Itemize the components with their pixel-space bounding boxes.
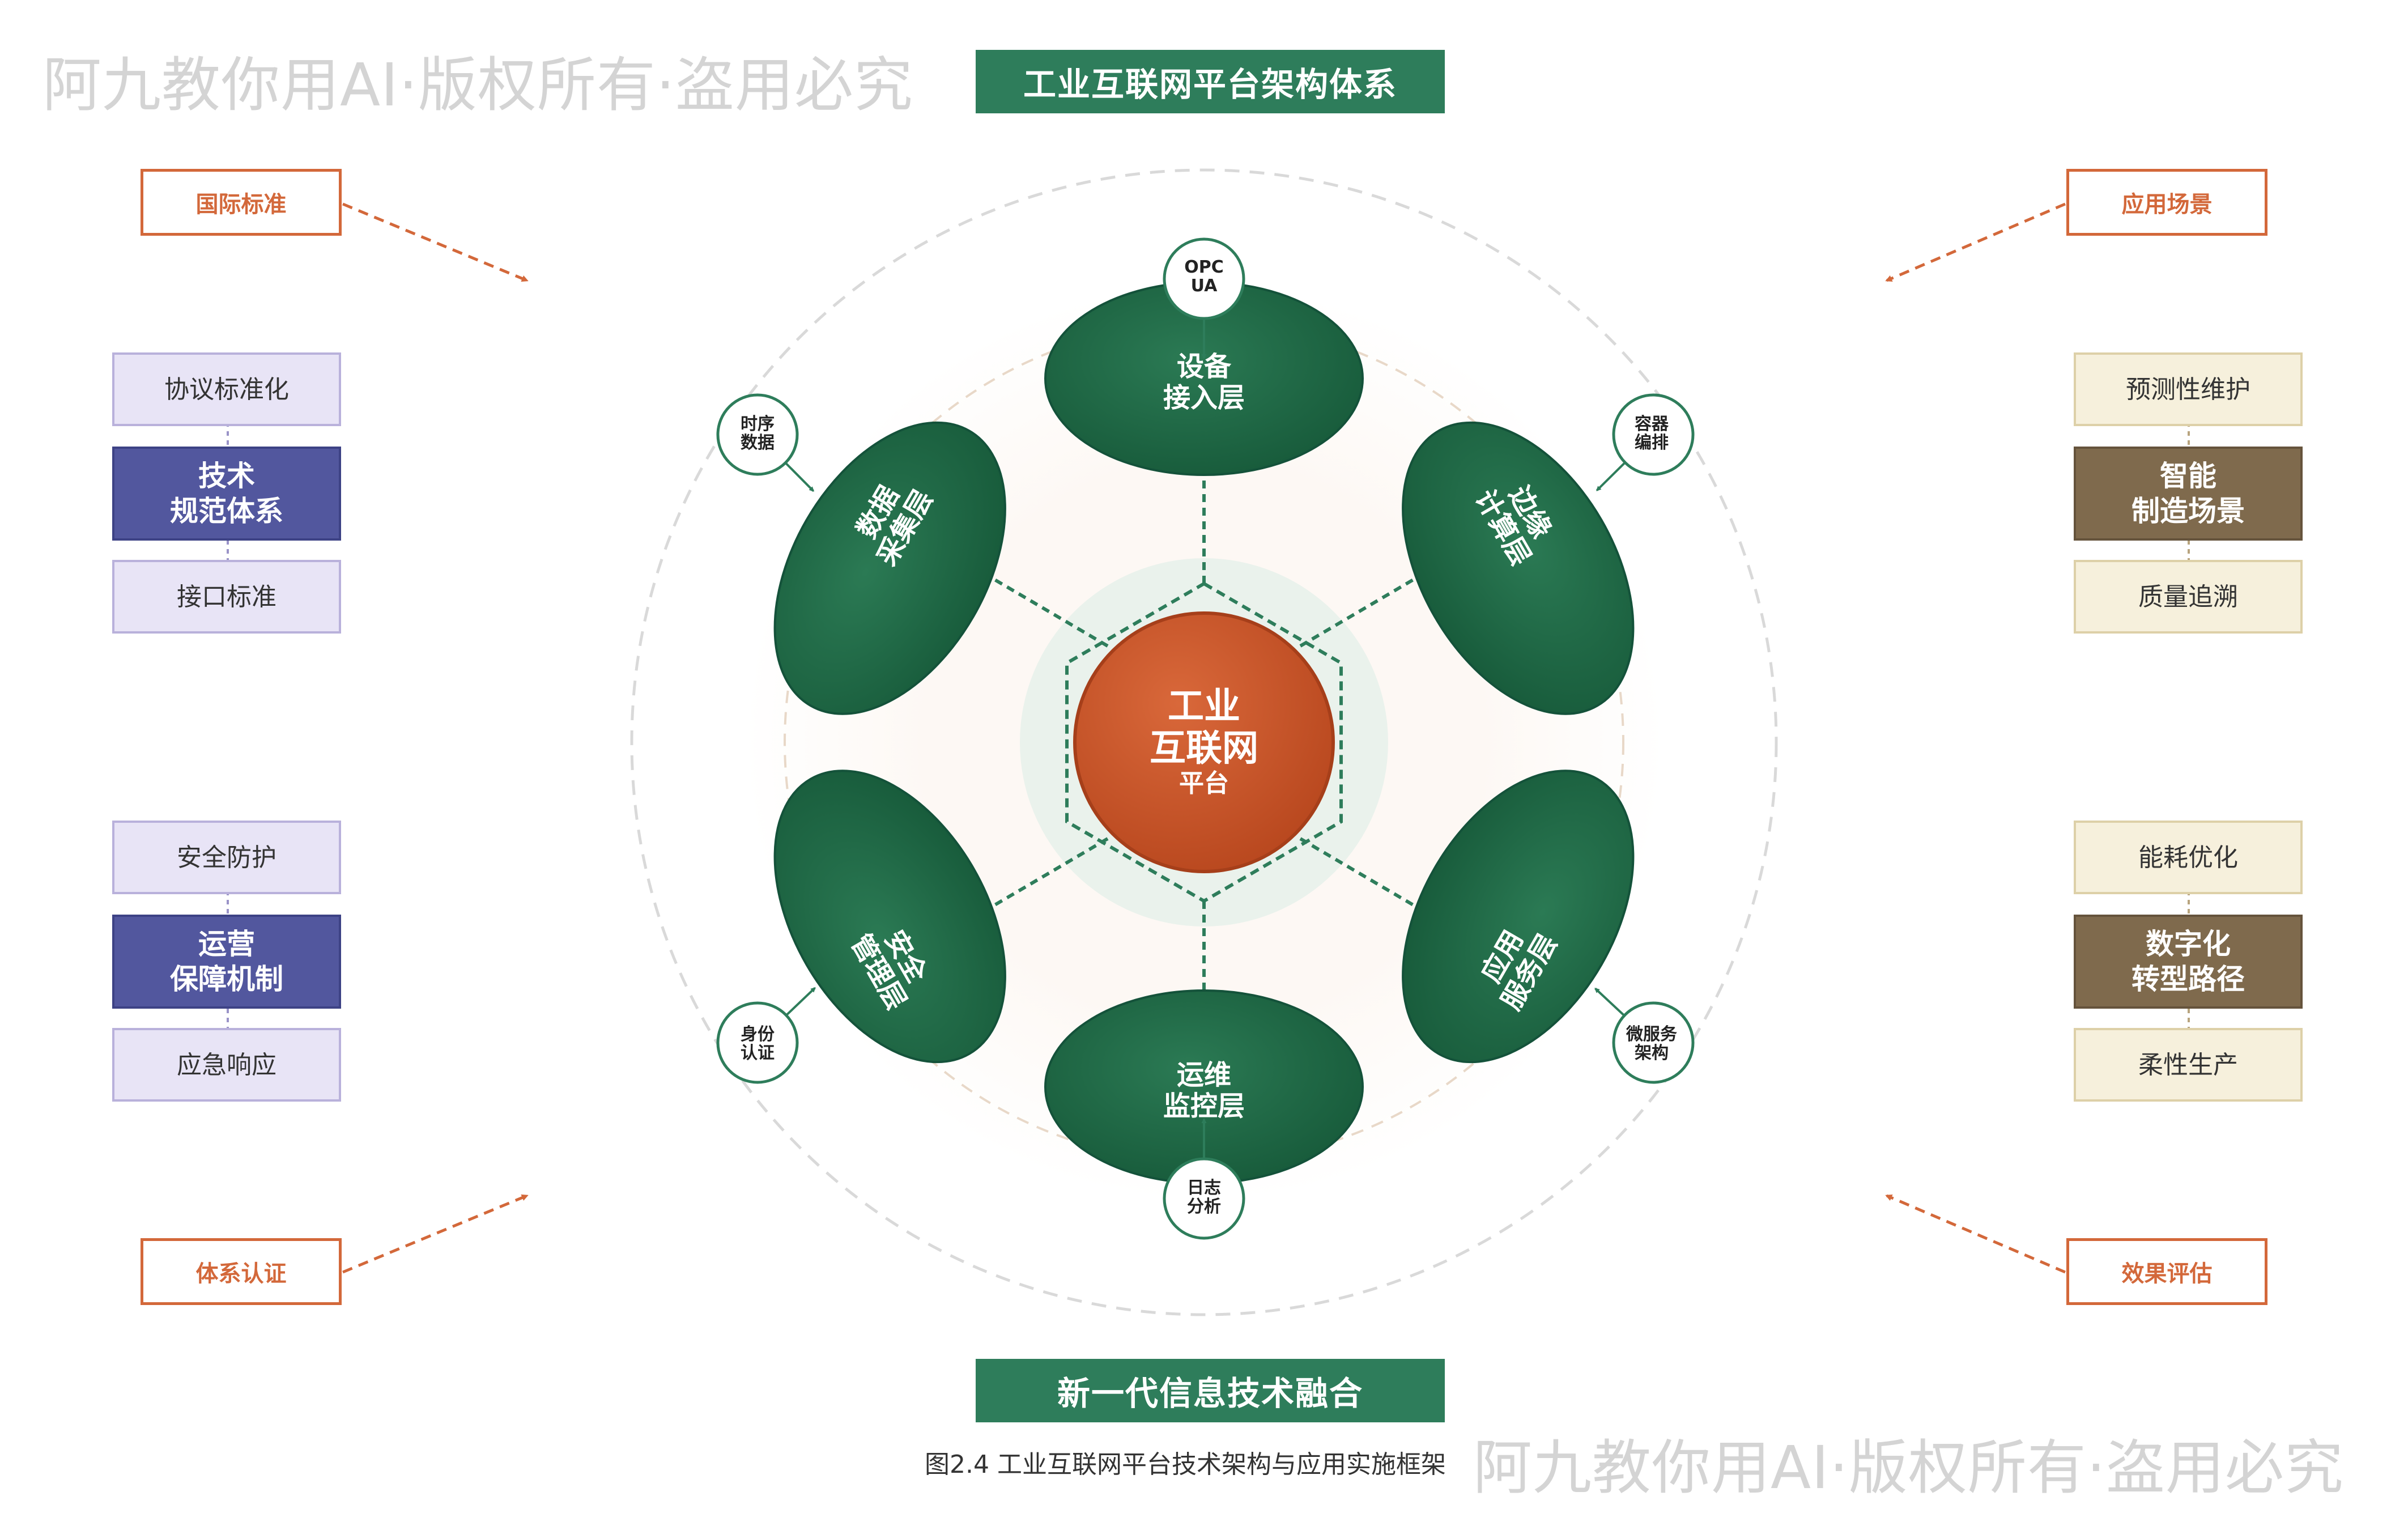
connector-lower-left (976, 837, 1109, 917)
right-panel-2-bottom: 柔性生产 (2074, 1028, 2303, 1102)
diagram-title: 工业互联网平台架构体系 (976, 50, 1445, 113)
node-circle-app-service (1612, 1001, 1695, 1084)
arrow-top-left (342, 202, 529, 282)
node-circle-data-collection (716, 393, 799, 476)
node-circle-edge-computing (1612, 393, 1695, 476)
node-shapes (716, 237, 1695, 1240)
layer-ellipse-edge-computing (1402, 421, 1635, 715)
arrow-top-right (1885, 202, 2066, 282)
left-panel-1-top: 协议标准化 (112, 352, 341, 426)
right-panel-1-bottom: 质量追溯 (2074, 560, 2303, 634)
arrow-bottom-left (342, 1194, 529, 1274)
node-label-identity-auth: 身份 认证 (741, 1025, 775, 1063)
tag-effect-evaluation: 效果评估 (2066, 1238, 2267, 1305)
outer-dashed-ring (630, 168, 1778, 1316)
layer-connectors (976, 476, 1432, 1009)
core-label: 工业 互联网 平台 (1150, 686, 1258, 798)
node-arrow-edge-computing (1596, 462, 1626, 491)
tag-international-standard: 国际标准 (141, 169, 342, 236)
right-panel-1-top: 预测性维护 (2074, 352, 2303, 426)
inner-dashed-ring (784, 322, 1624, 1163)
layer-ellipse-data-collection (773, 421, 1006, 715)
node-circle-security-mgmt (716, 1001, 799, 1084)
left-panel-1-main: 技术 规范体系 (112, 447, 341, 541)
watermark-bottom: 阿九教你用AI·版权所有·盗用必究 (1473, 1433, 2344, 1502)
left-panel-2-main: 运营 保障机制 (112, 915, 341, 1009)
node-arrow-app-service (1594, 988, 1624, 1016)
arrow-bottom-right (1885, 1194, 2066, 1274)
watermark-top: 阿九教你用AI·版权所有·盗用必究 (42, 50, 913, 120)
figure-caption: 图2.4 工业互联网平台技术架构与应用实施框架 (925, 1450, 1446, 1479)
node-arrow-data-collection (785, 462, 814, 492)
node-label-timeseries: 时序 数据 (741, 414, 775, 453)
connector-lower-right (1299, 837, 1432, 917)
layer-ellipse-security-mgmt (773, 770, 1006, 1064)
node-circle-device-access (1163, 237, 1245, 320)
left-panel-1-bottom: 接口标准 (112, 560, 341, 634)
node-label-container: 容器 编排 (1635, 414, 1669, 453)
layer-shapes (773, 281, 1635, 1184)
core-line-3: 平台 (1179, 769, 1229, 798)
right-panel-1-main: 智能 制造场景 (2074, 447, 2303, 541)
left-panel-2-bottom: 应急响应 (112, 1028, 341, 1102)
connector-upper-right (1299, 568, 1432, 648)
node-circle-ops-monitoring (1163, 1157, 1245, 1240)
node-label-opc-ua: OPC UA (1184, 257, 1224, 296)
core-circle (1073, 611, 1335, 873)
node-label-log-analysis: 日志 分析 (1187, 1178, 1221, 1217)
left-panel-2-top: 安全防护 (112, 821, 341, 894)
core-hexagon (1065, 581, 1343, 903)
tag-system-certification: 体系认证 (141, 1238, 342, 1305)
node-label-microservice: 微服务 架构 (1626, 1025, 1677, 1063)
right-panel-2-main: 数字化 转型路径 (2074, 915, 2303, 1009)
core-line-1: 工业 (1168, 686, 1240, 728)
layer-label-device-access: 设备 接入层 (1163, 350, 1245, 414)
core-line-2: 互联网 (1150, 727, 1258, 770)
tag-application-scenarios: 应用场景 (2066, 169, 2267, 236)
node-arrow-security-mgmt (786, 987, 816, 1015)
connector-upper-left (976, 568, 1109, 648)
layer-ellipse-app-service (1402, 770, 1635, 1064)
layer-label-ops-monitoring: 运维 监控层 (1163, 1059, 1245, 1122)
footer-banner: 新一代信息技术融合 (976, 1359, 1445, 1422)
right-panel-2-top: 能耗优化 (2074, 821, 2303, 894)
